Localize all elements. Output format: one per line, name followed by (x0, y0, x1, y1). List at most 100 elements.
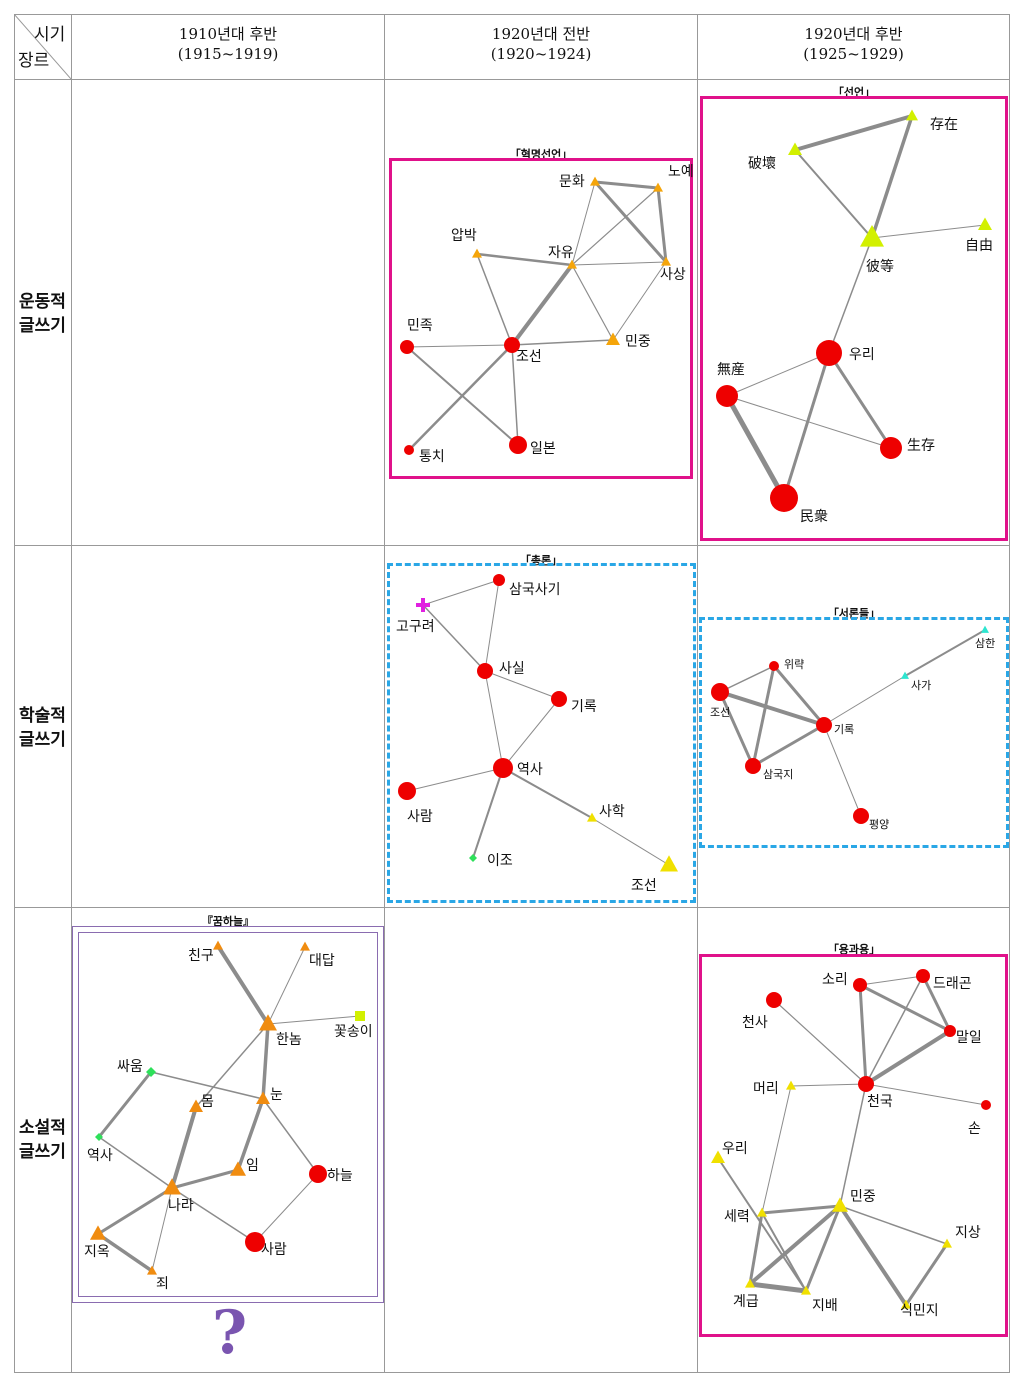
edge-cheonguk-minjung2 (839, 1083, 867, 1207)
edge-noye-sasang (656, 186, 668, 264)
grid-line (14, 14, 15, 1373)
sahak-label: 사학 (599, 804, 625, 820)
network-title-dream: 『꿈하늘』 (201, 915, 255, 928)
tongchi-label: 통치 (419, 449, 445, 465)
edge-gyegeup-jibae (747, 1281, 809, 1294)
nun-node (256, 1091, 270, 1105)
edge-sasil-yeoksa (484, 670, 504, 769)
joe-label: 죄 (156, 1276, 169, 1292)
row-label-line: 글쓰기 (19, 316, 66, 336)
edge-joseon3-samgukji (718, 690, 755, 768)
saga-node (901, 671, 909, 679)
column-title: 1920년대 전반 (491, 25, 591, 43)
column-header-1920s-late: 1920년대 후반 (1925~1929) (698, 24, 1009, 64)
edge-saram2-haneul (254, 1173, 319, 1243)
wuchan-label: 無産 (717, 362, 745, 378)
edge-hannom-mom (195, 1023, 269, 1108)
corner-period-label: 시기 (34, 25, 66, 45)
grid-line (14, 14, 1010, 15)
girok2-label: 기록 (834, 723, 854, 736)
edge-jiok-joe (96, 1232, 154, 1273)
edge-seryeok-gyegeup (748, 1211, 764, 1286)
edge-girok-yeoksa (502, 698, 560, 769)
edge-nun-im (236, 1097, 265, 1172)
edge-ssaum-nun (150, 1071, 264, 1100)
joseon-label: 조선 (516, 349, 542, 365)
sasang-label: 사상 (660, 267, 686, 283)
wuchan-node (716, 385, 738, 407)
pohuai-node (788, 142, 802, 156)
grid-line (14, 1372, 1010, 1373)
saram-label: 사람 (407, 809, 433, 825)
sahak-node (587, 812, 597, 822)
edge-wuchan-shengcun (726, 395, 892, 449)
minjung-node (606, 332, 620, 346)
chingu-label: 친구 (188, 948, 214, 964)
ziyou-label: 自由 (965, 238, 993, 254)
jayu-label: 자유 (548, 245, 574, 261)
noye-node (653, 182, 663, 192)
edge-samhan-saga (904, 629, 986, 677)
edge-nara-jiok (96, 1186, 174, 1236)
samguk-label: 삼국사기 (509, 582, 561, 598)
saram-node (398, 782, 416, 800)
edge-cheonguk-son (865, 1083, 987, 1106)
son-node (981, 1100, 991, 1110)
edge-minjung2-sikminji (838, 1204, 908, 1307)
cheonguk-label: 천국 (867, 1094, 893, 1110)
samgukji-node (745, 758, 761, 774)
edge-munhwa-jayu (571, 181, 596, 266)
jisang-node (942, 1238, 952, 1248)
edge-pohuai-cunzai (793, 114, 914, 152)
uri2-node (711, 1150, 725, 1164)
uri2-label: 우리 (722, 1141, 748, 1157)
edge-minjung2-jibae (804, 1204, 842, 1293)
maril-node (944, 1025, 956, 1037)
pyeongyang-node (853, 808, 869, 824)
girok2-node (816, 717, 832, 733)
grid-line (384, 14, 385, 1373)
edge-uri-wuchan (726, 352, 830, 397)
row-label-movement-writing: 운동적 글쓰기 (19, 290, 66, 338)
cheonsa-node (766, 992, 782, 1008)
uri-label: 우리 (849, 347, 875, 363)
jiok-label: 지옥 (84, 1244, 110, 1260)
edge-minjung2-jisang (839, 1205, 948, 1245)
edge-wiryak-samgukji (751, 664, 776, 768)
edge-noye-jayu (571, 187, 659, 266)
edge-ssaum-yeoksa2 (97, 1070, 153, 1139)
shengcun-node (880, 437, 902, 459)
nara-node (163, 1178, 181, 1195)
row-label-line: 학술적 (19, 706, 66, 726)
haneul-label: 하늘 (327, 1168, 353, 1184)
row-label-line: 소설적 (19, 1118, 66, 1138)
saram2-node (245, 1232, 265, 1252)
edge-cunzai-bideng (870, 114, 914, 240)
edge-girok2-pyeongyang (823, 724, 862, 817)
hannom-node (259, 1014, 277, 1031)
shengcun-label: 生存 (907, 438, 935, 454)
edge-apbak-jayu (475, 252, 574, 267)
cunzai-label: 存在 (930, 117, 958, 133)
column-title: 1910년대 후반 (178, 25, 278, 43)
edge-meori-cheonguk (790, 1083, 867, 1087)
edge-meori-seryeok (761, 1085, 792, 1214)
edge-maril-cheonguk (864, 1029, 952, 1086)
deuraegon-label: 드래곤 (933, 976, 972, 992)
edge-goguryeo-samguk (422, 579, 500, 606)
network-title-seoron: 「서론들」 (827, 607, 881, 620)
wiryak-node (769, 661, 779, 671)
kkotsongi-node (355, 1011, 365, 1021)
edge-nara-saram2 (171, 1187, 256, 1243)
ilbon-node (509, 436, 527, 454)
edge-uri-minzhong (782, 351, 831, 500)
sikminji-node (901, 1299, 911, 1309)
pohuai-label: 破壞 (748, 156, 776, 172)
apbak-label: 압박 (451, 228, 477, 244)
network-frame-declaration (700, 96, 1008, 541)
gyegeup-label: 계급 (733, 1294, 759, 1310)
edge-deuraegon-cheonguk (865, 975, 924, 1085)
edge-nara-joe (151, 1187, 173, 1272)
